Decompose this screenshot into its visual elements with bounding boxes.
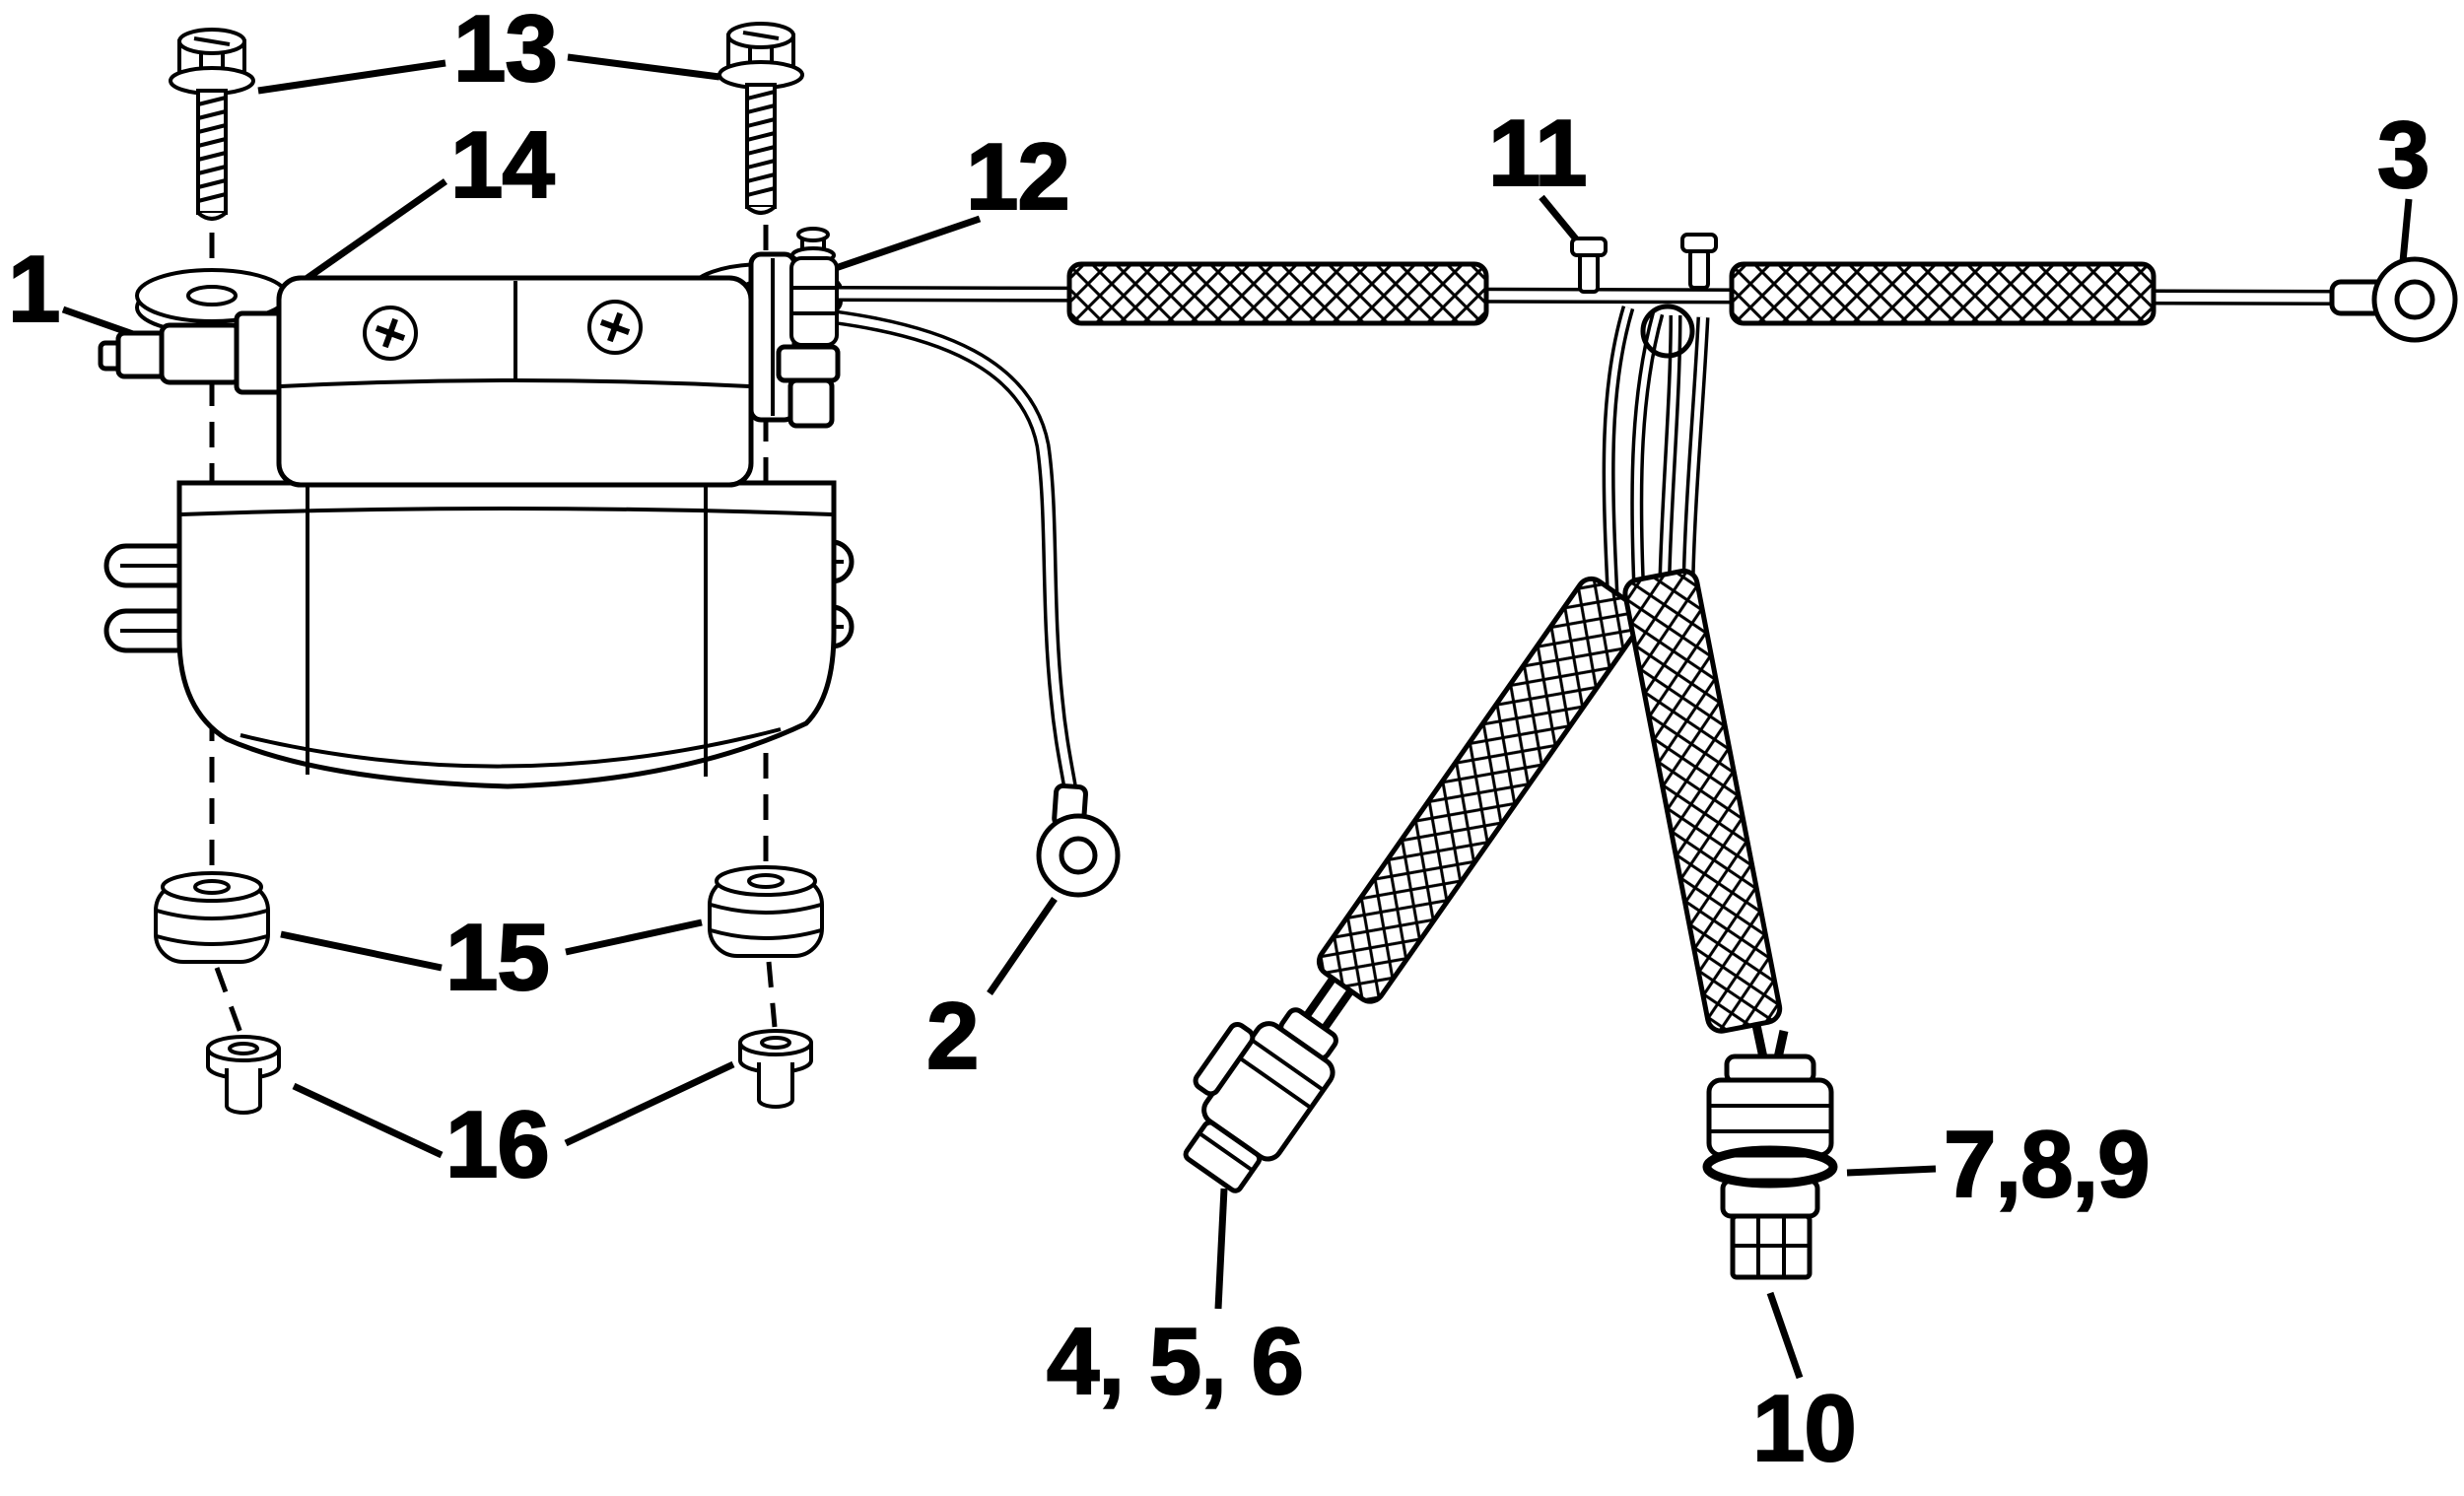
- bushing-left: [206, 1035, 281, 1115]
- connector-456: [1183, 976, 1354, 1193]
- harness-clip-left: [1570, 237, 1608, 294]
- relay-assembly: [98, 251, 855, 789]
- bolt-right: [718, 22, 804, 215]
- callout-456: 4, 5, 6: [1046, 1309, 1305, 1414]
- callout-13: 13: [452, 0, 559, 102]
- grommet-left: [154, 871, 270, 964]
- sleeve-branch-left: [1316, 576, 1645, 1004]
- callout-12: 12: [965, 124, 1071, 230]
- callout-11: 11: [1487, 101, 1588, 206]
- harness-loop-clamp: [1640, 304, 1695, 359]
- leader-lines: [61, 53, 2413, 1380]
- callout-14: 14: [449, 112, 556, 218]
- ring-terminal-2: [1036, 782, 1121, 898]
- wire-harness: [821, 286, 2347, 805]
- connector-789-10: [1702, 1024, 1838, 1280]
- harness-clip-right: [1680, 233, 1718, 290]
- callout-10: 10: [1751, 1376, 1858, 1481]
- o-ring: [1702, 1145, 1838, 1189]
- harness-connector-12: [789, 227, 839, 347]
- alignment-dashes: [209, 225, 778, 1034]
- callout-2: 2: [925, 984, 980, 1089]
- cover-screw-right: [589, 302, 641, 353]
- ring-terminal-3: [2329, 256, 2458, 343]
- callout-16: 16: [445, 1092, 551, 1197]
- cover-screw-left: [365, 307, 416, 359]
- callout-3: 3: [2376, 102, 2430, 208]
- sleeve-main-left: [1066, 261, 1489, 326]
- sleeve-main-right: [1729, 261, 2156, 326]
- callout-789: 7,8,9: [1943, 1112, 2152, 1217]
- callout-15: 15: [445, 905, 551, 1010]
- grommet-right: [708, 865, 824, 958]
- callout-1: 1: [7, 237, 61, 342]
- bushing-right: [738, 1029, 813, 1109]
- bolt-left: [169, 28, 255, 221]
- sleeve-branch-right: [1622, 568, 1783, 1034]
- braided-sleeves: [1066, 261, 2156, 1034]
